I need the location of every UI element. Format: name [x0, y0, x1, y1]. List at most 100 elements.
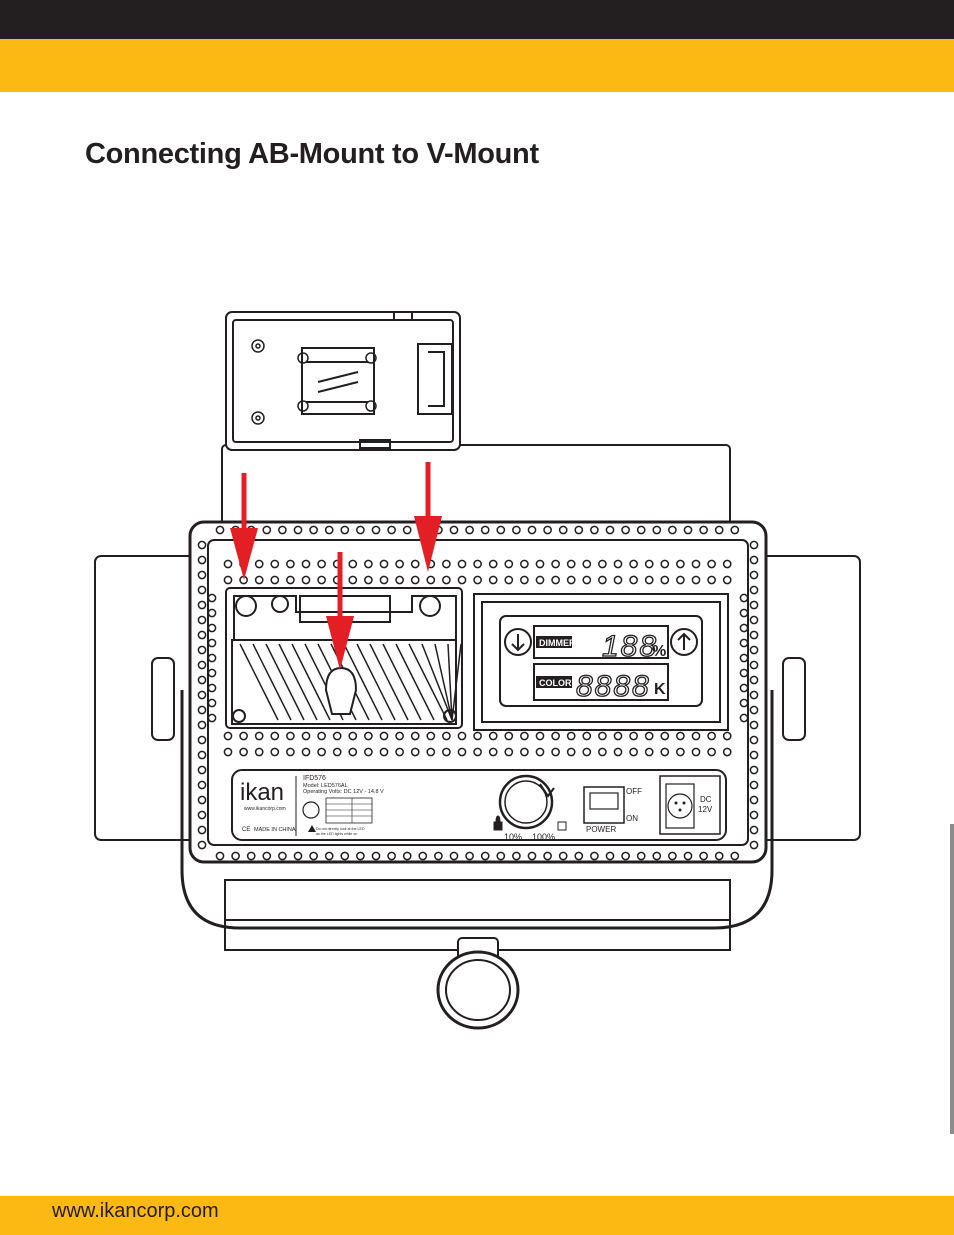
vent-hole — [660, 559, 670, 569]
footer-url[interactable]: www.ikancorp.com — [52, 1200, 219, 1222]
vent-hole — [332, 731, 342, 741]
vent-hole — [598, 747, 607, 757]
footer-band: www.ikancorp.com — [0, 1196, 954, 1235]
power-switch — [589, 792, 619, 810]
vent-hole — [309, 851, 318, 861]
vent-hole — [379, 575, 389, 585]
vent-hole — [535, 731, 545, 741]
vent-hole — [504, 731, 514, 741]
vent-hole — [387, 525, 396, 535]
vent-hole — [605, 525, 615, 535]
dimmer-knob — [498, 774, 555, 830]
vent-hole — [749, 555, 759, 565]
vent-hole — [749, 750, 759, 760]
vent-hole — [379, 747, 389, 757]
yoke-bottom-bar — [224, 879, 731, 921]
color-label: COLOR — [539, 678, 572, 688]
vent-hole — [254, 575, 264, 585]
vent-hole — [722, 559, 732, 569]
vent-hole — [402, 851, 412, 861]
vent-hole — [488, 747, 498, 757]
vent-hole — [449, 525, 459, 535]
vent-hole — [739, 608, 749, 618]
vent-hole — [582, 731, 592, 741]
vent-hole — [613, 747, 623, 757]
vent-hole — [197, 570, 207, 580]
vent-hole — [504, 747, 514, 757]
vent-hole — [356, 851, 365, 861]
vent-hole — [207, 713, 217, 723]
voltage-label: 12V — [698, 805, 713, 814]
vent-hole — [644, 731, 654, 741]
vent-hole — [496, 851, 506, 861]
vent-hole — [395, 731, 404, 741]
vent-hole — [527, 525, 537, 535]
dc-input-frame — [659, 775, 721, 835]
vent-hole — [246, 851, 256, 861]
vent-hole — [207, 608, 217, 618]
vent-hole — [739, 593, 749, 603]
vent-hole — [582, 747, 592, 757]
vent-hole — [332, 747, 342, 757]
vent-hole — [691, 575, 701, 585]
vent-hole — [293, 525, 303, 535]
vent-hole — [426, 747, 436, 757]
vent-hole — [527, 851, 537, 861]
vent-hole — [551, 575, 560, 585]
vent-hole — [215, 525, 225, 535]
vent-hole — [668, 851, 677, 861]
vent-hole — [714, 851, 724, 861]
vent-hole — [749, 570, 759, 580]
vent-hole — [749, 675, 759, 685]
vent-hole — [449, 851, 459, 861]
vent-hole — [629, 731, 638, 741]
vent-hole — [520, 575, 529, 585]
vent-hole — [197, 720, 207, 730]
vent-hole — [371, 851, 381, 861]
vent-hole — [457, 731, 467, 741]
lock-icon — [493, 815, 503, 831]
hatch-line — [356, 643, 396, 721]
vent-hole — [197, 750, 207, 760]
vent-hole — [286, 559, 295, 569]
vent-hole — [629, 747, 638, 757]
vent-hole — [442, 747, 451, 757]
vent-hole — [598, 731, 607, 741]
vent-hole — [644, 747, 654, 757]
vent-hole — [749, 795, 759, 805]
vent-hole — [197, 585, 207, 595]
vent-hole — [590, 851, 599, 861]
keyhole-slot — [324, 666, 358, 715]
hatch-line — [265, 643, 305, 721]
vent-hole — [488, 575, 498, 585]
vent-hole — [197, 765, 207, 775]
vent-hole — [535, 559, 545, 569]
vent-hole — [707, 747, 716, 757]
vent-hole — [364, 559, 373, 569]
header-band — [0, 39, 954, 92]
ikan-logo: ikan — [240, 779, 284, 806]
vent-hole — [629, 559, 638, 569]
vent-hole — [197, 615, 207, 625]
vent-hole — [254, 747, 264, 757]
vent-hole — [215, 851, 225, 861]
vent-hole — [223, 575, 233, 585]
vent-hole — [714, 525, 724, 535]
vent-hole — [520, 731, 529, 741]
vent-hole — [286, 575, 295, 585]
hatch-line — [252, 643, 292, 721]
spec-table — [325, 797, 373, 824]
vent-hole — [207, 698, 217, 708]
switch-on-label: ON — [626, 814, 638, 823]
vent-hole — [364, 731, 373, 741]
vent-hole — [582, 559, 592, 569]
vent-hole — [566, 747, 576, 757]
warning-line-1: Do not directly look at the LED — [316, 827, 365, 831]
vent-hole — [426, 731, 436, 741]
vent-hole — [749, 705, 759, 715]
vent-hole — [309, 525, 318, 535]
vent-hole — [488, 559, 498, 569]
vent-hole — [301, 731, 311, 741]
percent-symbol: % — [652, 643, 666, 660]
vent-hole — [348, 559, 358, 569]
